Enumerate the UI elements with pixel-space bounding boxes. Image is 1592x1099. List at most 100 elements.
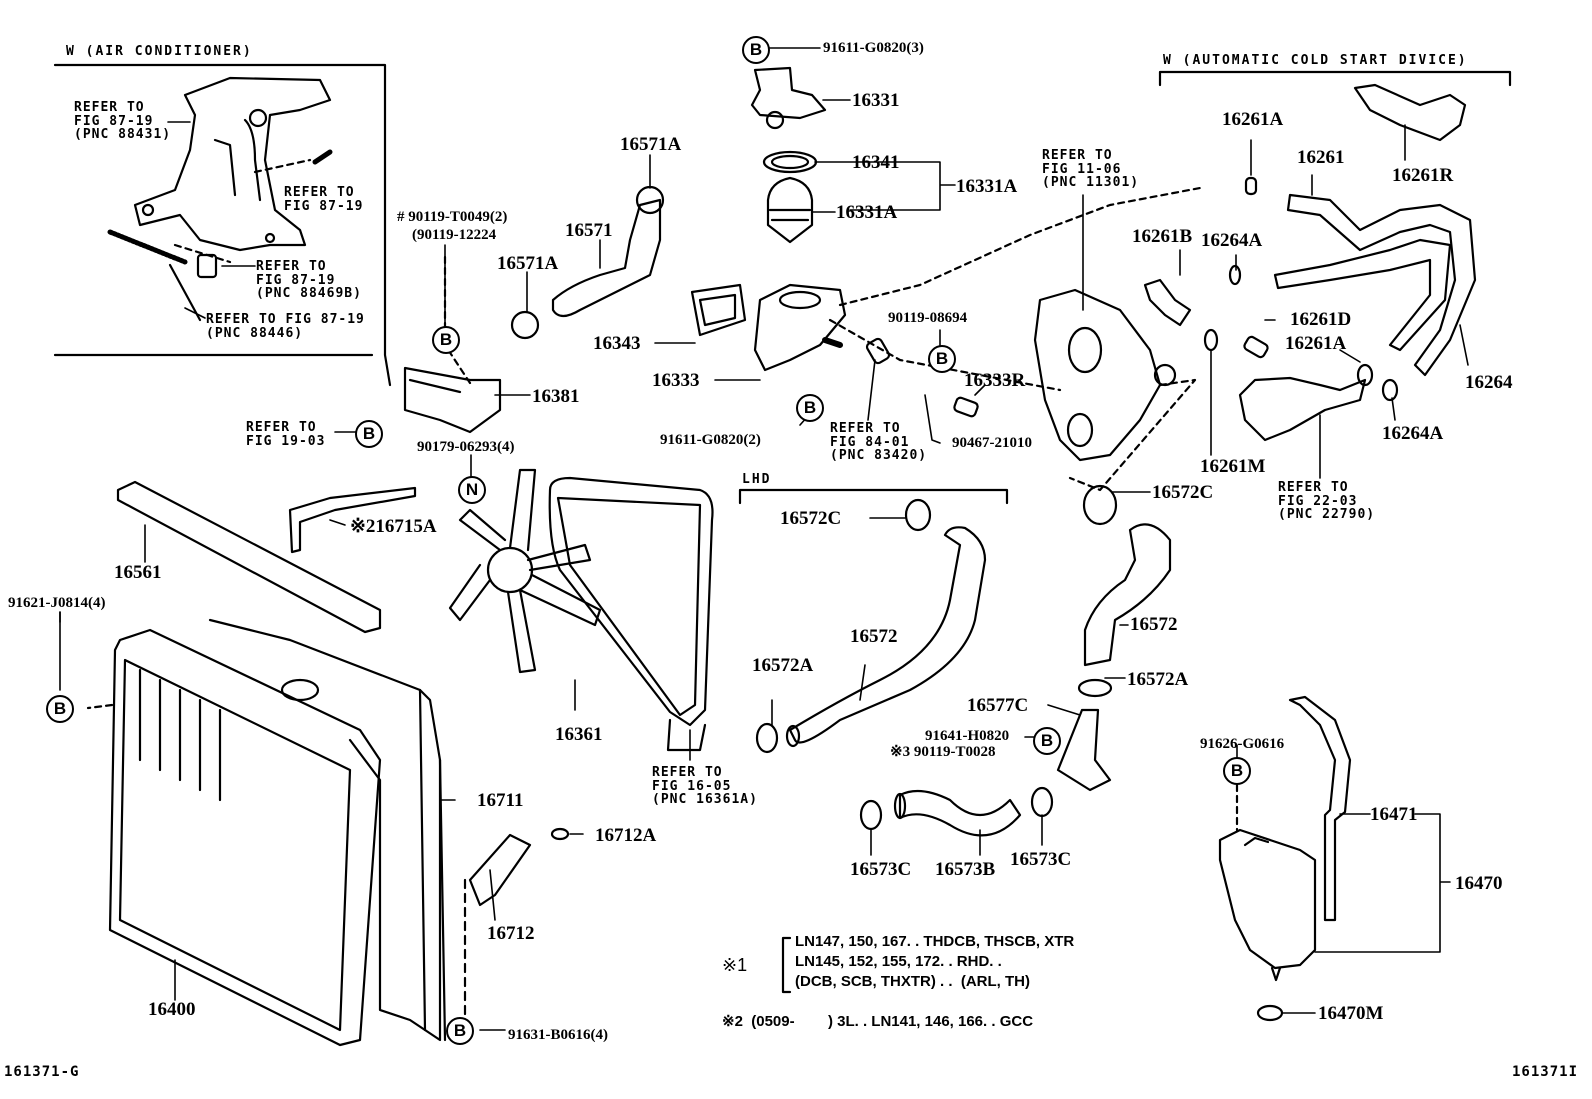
part-label-16341[interactable]: 16341: [852, 152, 900, 173]
refer-note-fig-84-01[interactable]: REFER TO FIG 84-01 (PNC 83420): [830, 421, 928, 464]
bolt-marker: B: [46, 695, 74, 723]
note-1-mark: ※1: [722, 955, 748, 975]
clamp-16572C-lhd: [904, 498, 932, 532]
cold-start-valve: [1238, 376, 1367, 442]
hose-16264: [1273, 238, 1452, 352]
part-label-16711[interactable]: 16711: [477, 790, 524, 811]
part-label-16333R[interactable]: 16333R: [964, 370, 1026, 391]
fastener-90467-21010[interactable]: 90467-21010: [952, 435, 1032, 451]
part-label-16343[interactable]: 16343: [593, 333, 641, 354]
part-label-16561[interactable]: 16561: [114, 562, 162, 583]
part-label-16400[interactable]: 16400: [148, 999, 196, 1020]
clamp-16572C: [1082, 484, 1118, 526]
part-label-16381[interactable]: 16381: [532, 386, 580, 407]
fastener-90179-06293[interactable]: 90179-06293(4): [417, 439, 515, 455]
water-outlet-16331: [750, 66, 827, 130]
thermostat-16331A: [766, 176, 814, 244]
part-label-16261A-top[interactable]: 16261A: [1222, 109, 1284, 130]
part-label-16573C-left[interactable]: 16573C: [850, 859, 912, 880]
fastener-91611-G0820-2[interactable]: 91611-G0820(2): [660, 432, 761, 448]
part-label-16572-lhd[interactable]: 16572: [850, 626, 898, 647]
hose-16577C: [1056, 708, 1112, 792]
part-label-16264A[interactable]: 16264A: [1382, 423, 1444, 444]
cap-16470M: [1256, 1004, 1284, 1022]
note-1-text: LN147, 150, 167. . THDCB, THSCB, XTR LN1…: [795, 933, 1075, 990]
fastener-90119-08694[interactable]: 90119-08694: [888, 310, 968, 326]
fastener-90119-12224[interactable]: (90119-12224: [412, 227, 497, 243]
grommet-16712A: [550, 827, 570, 841]
refer-note-ac-88446[interactable]: REFER TO FIG 87-19 (PNC 88446): [206, 312, 365, 341]
part-label-16471[interactable]: 16471: [1370, 804, 1418, 825]
fastener-90119-T0049[interactable]: # 90119-T0049(2): [397, 209, 508, 225]
plug-16261D: [1243, 335, 1269, 359]
part-label-16333[interactable]: 16333: [652, 370, 700, 391]
part-label-16715A[interactable]: ※216715A: [350, 516, 437, 537]
part-label-16261[interactable]: 16261: [1297, 147, 1345, 168]
clamp-16261A-mid: [1356, 363, 1374, 387]
part-label-16571A-bottom[interactable]: 16571A: [497, 253, 559, 274]
clamp-16264A: [1381, 378, 1399, 402]
part-label-16572A[interactable]: 16572A: [1127, 669, 1189, 690]
fastener-91621-J0814[interactable]: 91621-J0814(4): [8, 595, 106, 611]
fastener-91631-B0616[interactable]: 91631-B0616(4): [508, 1027, 608, 1043]
bolt-marker: B: [928, 345, 956, 373]
fastener-90119-T0028[interactable]: ※3 90119-T0028: [890, 744, 996, 760]
part-label-16572C[interactable]: 16572C: [1152, 482, 1214, 503]
fastener-91626-G0616[interactable]: 91626-G0616: [1200, 736, 1285, 752]
refer-note-ac-88469b[interactable]: REFER TO FIG 87-19 (PNC 88469B): [256, 259, 362, 302]
part-label-16361[interactable]: 16361: [555, 724, 603, 745]
ac-bracket-part: [107, 76, 333, 322]
fan-shroud-16711: [208, 618, 447, 1042]
seal-16561: [116, 480, 382, 634]
bracket-16261R: [1353, 83, 1467, 142]
water-pump-housing: [1033, 288, 1197, 492]
water-inlet-16333: [753, 283, 847, 372]
clamp-16572A-lhd: [755, 722, 779, 754]
refer-note-ac-88431[interactable]: REFER TO FIG 87-19 (PNC 88431): [74, 100, 172, 143]
part-label-16572C-lhd[interactable]: 16572C: [780, 508, 842, 529]
clamp-16573C-right: [1030, 786, 1054, 818]
fastener-91611-G0820-3[interactable]: 91611-G0820(3): [823, 40, 924, 56]
part-label-16573B[interactable]: 16573B: [935, 859, 996, 880]
part-label-16261B[interactable]: 16261B: [1132, 226, 1193, 247]
part-label-16261M[interactable]: 16261M: [1200, 456, 1266, 477]
part-label-16572A-lhd[interactable]: 16572A: [752, 655, 814, 676]
bolt-marker: B: [742, 36, 770, 64]
clamp-16261M: [1203, 328, 1219, 352]
part-label-16331A-kit[interactable]: 16331A: [956, 176, 1018, 197]
part-label-16577C[interactable]: 16577C: [967, 695, 1029, 716]
part-label-16264A-top[interactable]: 16264A: [1201, 230, 1263, 251]
bolt-marker: B: [1223, 757, 1251, 785]
nut-marker: N: [458, 476, 486, 504]
part-label-16572[interactable]: 16572: [1130, 614, 1178, 635]
refer-note-ac-87-19[interactable]: REFER TO FIG 87-19: [284, 185, 364, 214]
reservoir-hose-16471: [1288, 695, 1352, 922]
gasket-16343: [690, 283, 747, 337]
sensor-part: [865, 337, 891, 365]
refer-note-fig-22-03[interactable]: REFER TO FIG 22-03 (PNC 22790): [1278, 480, 1376, 523]
fastener-91641-H0820[interactable]: 91641-H0820: [925, 728, 1010, 744]
part-label-16712A[interactable]: 16712A: [595, 825, 657, 846]
part-label-16571A-top[interactable]: 16571A: [620, 134, 682, 155]
part-label-16261D[interactable]: 16261D: [1290, 309, 1352, 330]
clamp-16572A: [1077, 678, 1113, 698]
part-label-16331[interactable]: 16331: [852, 90, 900, 111]
figure-code-left: 161371-G: [4, 1064, 80, 1080]
part-label-16264[interactable]: 16264: [1465, 372, 1513, 393]
refer-note-fig-11-06[interactable]: REFER TO FIG 11-06 (PNC 11301): [1042, 148, 1140, 191]
bolt-marker: B: [1033, 727, 1061, 755]
section-title-air-conditioner: W (AIR CONDITIONER): [66, 44, 253, 59]
refer-note-fig-16-05[interactable]: REFER TO FIG 16-05 (PNC 16361A): [652, 765, 758, 808]
part-label-16261R[interactable]: 16261R: [1392, 165, 1454, 186]
part-label-16261A-mid[interactable]: 16261A: [1285, 333, 1347, 354]
hose-16573B: [898, 789, 1022, 837]
part-label-16470M[interactable]: 16470M: [1318, 1003, 1384, 1024]
lhd-bracket: [738, 488, 1009, 505]
part-label-16571[interactable]: 16571: [565, 220, 613, 241]
part-label-16331A[interactable]: 16331A: [836, 202, 898, 223]
shroud-part-16712: [468, 833, 532, 907]
part-label-16573C-right[interactable]: 16573C: [1010, 849, 1072, 870]
refer-note-fig-19-03[interactable]: REFER TO FIG 19-03: [246, 420, 326, 449]
part-label-16712[interactable]: 16712: [487, 923, 535, 944]
part-label-16470[interactable]: 16470: [1455, 873, 1503, 894]
